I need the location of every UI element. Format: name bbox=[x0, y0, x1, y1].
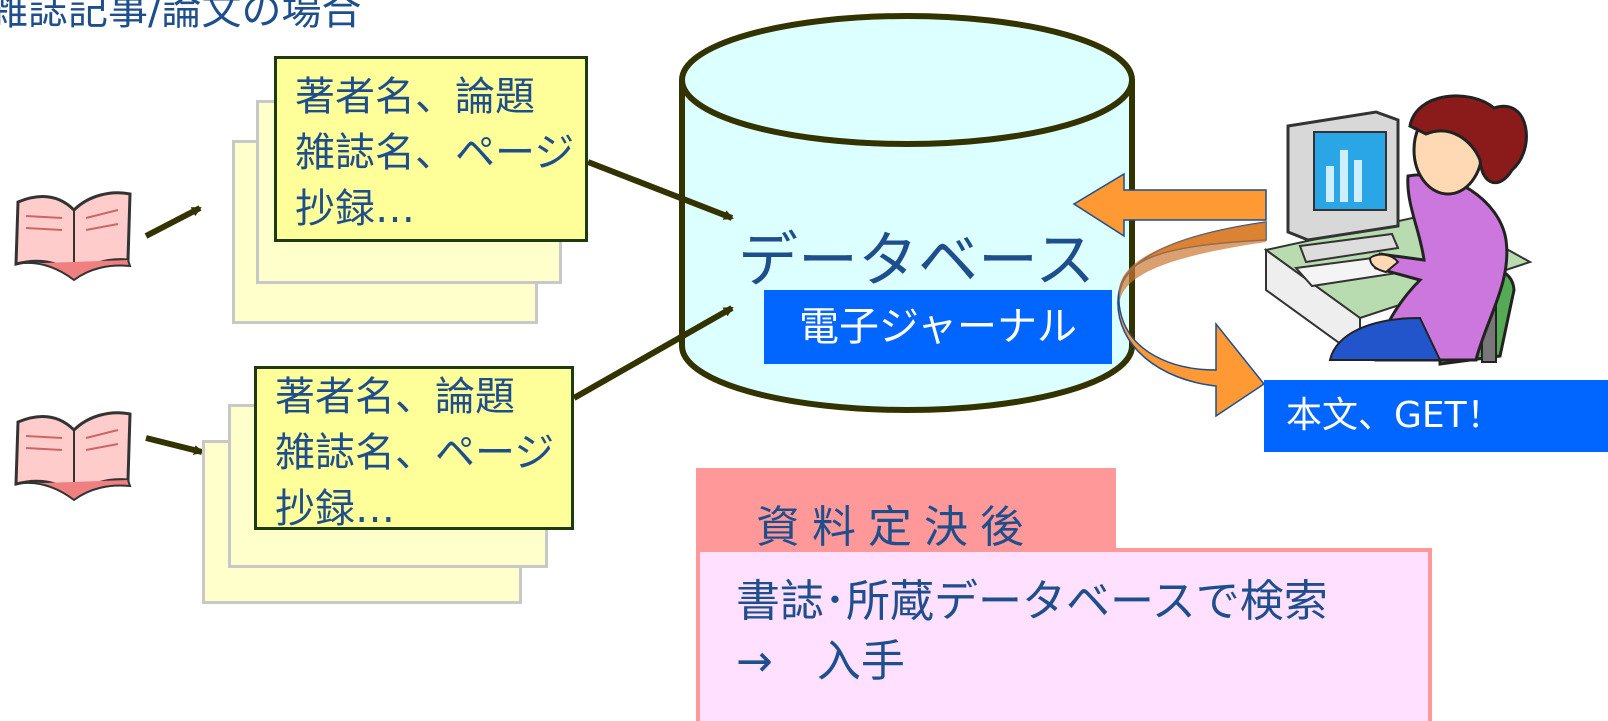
after-decision-label: 資料定決後 bbox=[696, 468, 1116, 560]
computer-user-icon bbox=[1263, 94, 1533, 366]
card-line: 雑誌名、ページ bbox=[275, 430, 555, 476]
card-line: 著者名、論題 bbox=[275, 374, 515, 420]
database-label: データベース bbox=[738, 226, 1095, 296]
search-box-line-1: 書誌･所蔵データベースで検索 bbox=[736, 576, 1328, 627]
card-line: 著者名、論題 bbox=[295, 74, 535, 120]
card-to-db-arrow-2 bbox=[572, 305, 734, 401]
card-line: 抄録… bbox=[275, 486, 395, 532]
catalog-search-box: 書誌･所蔵データベースで検索 → 入手 bbox=[696, 548, 1432, 721]
card-line: 抄録… bbox=[295, 186, 415, 232]
book-to-card-arrow-2 bbox=[145, 435, 204, 455]
card-to-db-arrow-1 bbox=[586, 159, 734, 221]
open-book-icon bbox=[14, 191, 132, 282]
metadata-card-2: 著者名、論題 雑誌名、ページ 抄録… bbox=[254, 366, 574, 532]
card-line: 雑誌名、ページ bbox=[295, 130, 575, 176]
u-turn-arrow-icon bbox=[1072, 172, 1267, 418]
metadata-card-1: 著者名、論題 雑誌名、ページ 抄録… bbox=[274, 56, 588, 242]
search-box-line-2: → 入手 bbox=[736, 636, 905, 687]
open-book-icon bbox=[14, 411, 132, 502]
book-to-card-arrow-1 bbox=[144, 205, 202, 239]
fulltext-get-label: 本文、GET！ bbox=[1264, 380, 1608, 452]
page-heading: 雑誌記事/論文の場合 bbox=[0, 0, 362, 34]
ejournal-label: 電子ジャーナル bbox=[764, 290, 1112, 364]
